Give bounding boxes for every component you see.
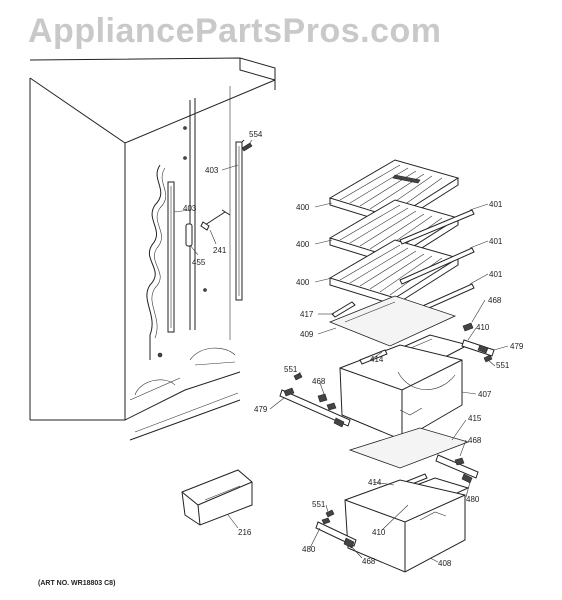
callout-241: 241 <box>213 246 227 255</box>
callout-414-lower: 414 <box>368 478 382 487</box>
callout-480-left: 480 <box>302 545 316 554</box>
callout-455: 455 <box>192 258 206 267</box>
trim-417 <box>331 301 356 318</box>
callout-479-left: 479 <box>254 405 268 414</box>
slide-rail-479-right <box>461 339 495 357</box>
callout-403-right-rail: 403 <box>205 166 219 175</box>
callout-407: 407 <box>478 390 492 399</box>
callout-415: 415 <box>468 414 482 423</box>
upper-drawer-407 <box>339 344 463 441</box>
callout-408: 408 <box>438 559 452 568</box>
door-bin-216 <box>181 469 253 526</box>
callout-401-bottom: 401 <box>489 270 503 279</box>
callout-400-bottom: 400 <box>296 278 310 287</box>
shelf-rail-right <box>235 139 245 301</box>
callout-468-lower-left: 468 <box>362 557 376 566</box>
callout-216: 216 <box>238 528 252 537</box>
callout-551-upper-right: 551 <box>496 361 510 370</box>
small-parts-468-upper <box>317 322 474 411</box>
part-455 <box>185 223 193 247</box>
callout-479-right: 479 <box>510 342 524 351</box>
lower-drawer-408 <box>344 479 466 573</box>
callout-480-right: 480 <box>466 495 480 504</box>
leader-lines <box>173 139 509 563</box>
art-number: (ART NO. WR18803 C8) <box>38 580 116 587</box>
callout-410-lower: 410 <box>372 528 386 537</box>
callout-551-upper-left: 551 <box>284 365 298 374</box>
callout-468-upper-left: 468 <box>312 377 326 386</box>
slide-rail-479-left <box>279 387 351 428</box>
screws-551-upper <box>293 354 493 381</box>
callout-414-upper: 414 <box>370 355 384 364</box>
callout-554: 554 <box>249 130 263 139</box>
watermark: AppliancePartsPros.com <box>28 12 442 50</box>
callout-551-lower: 551 <box>312 500 326 509</box>
slide-rail-480-right <box>435 454 479 484</box>
screw-551-lower <box>325 509 335 518</box>
cover-glass-415 <box>348 427 470 469</box>
callout-417: 417 <box>300 310 314 319</box>
callout-410-upper: 410 <box>476 323 490 332</box>
fresh-food-cabinet <box>29 57 276 441</box>
callout-400-top: 400 <box>296 203 310 212</box>
callout-409: 409 <box>300 330 314 339</box>
cover-glass-409 <box>328 295 457 347</box>
callout-468-upper-right: 468 <box>488 296 502 305</box>
part-241 <box>200 209 231 231</box>
slide-rail-480-left <box>315 517 357 549</box>
callout-400-middle: 400 <box>296 240 310 249</box>
callout-401-top: 401 <box>489 200 503 209</box>
callout-403-left-rail: 403 <box>183 204 197 213</box>
callout-468-lower-right: 468 <box>468 436 482 445</box>
shelf-bottom <box>328 239 460 306</box>
callout-401-middle: 401 <box>489 237 503 246</box>
shelf-rail-left <box>167 181 175 333</box>
